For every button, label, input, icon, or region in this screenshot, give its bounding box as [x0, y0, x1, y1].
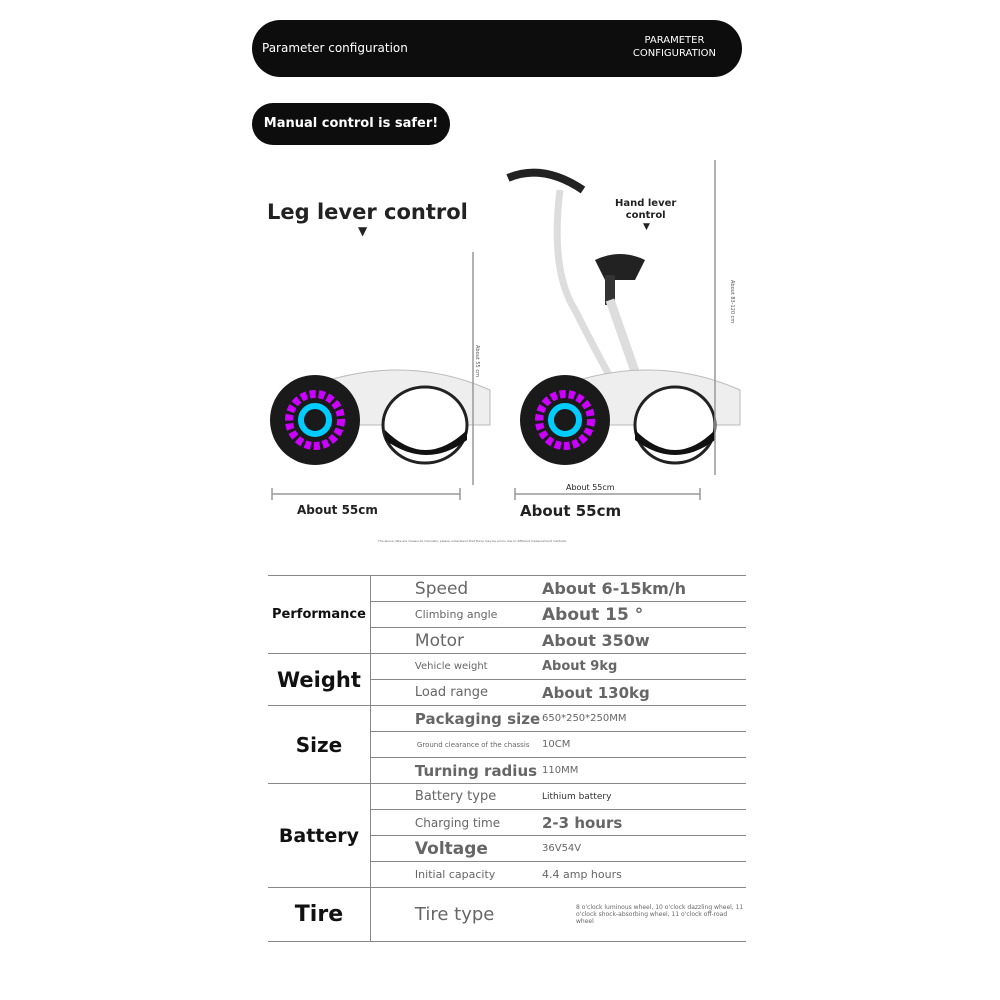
- right-height-label: About 83-120 cm: [729, 280, 735, 324]
- spec-value: 36V54V: [542, 835, 746, 862]
- spec-value: Lithium battery: [542, 783, 746, 810]
- spec-value: 8 o'clock luminous wheel, 10 o'clock daz…: [542, 887, 746, 942]
- spec-label: Voltage: [370, 835, 542, 862]
- hand-lever-scooter: [506, 168, 741, 465]
- spec-value: About 130kg: [542, 679, 746, 706]
- spec-value: 10CM: [542, 731, 746, 758]
- spec-label: Turning radius: [370, 757, 542, 784]
- arrow-down-icon: ▼: [358, 224, 368, 238]
- measurement-caption: The above data are measured manually, pl…: [378, 539, 567, 543]
- category-battery: Battery: [268, 783, 371, 888]
- category-size: Size: [268, 705, 371, 784]
- leg-lever-scooter: [270, 254, 650, 465]
- spec-value: 650*250*250MM: [542, 705, 746, 732]
- right-width-label: About 55cm: [520, 502, 622, 520]
- header-title: Parameter configuration: [262, 41, 408, 55]
- spec-label: Speed: [370, 575, 542, 602]
- right-width-label-small: About 55cm: [566, 483, 615, 492]
- category-tire: Tire: [268, 887, 371, 942]
- spec-value: 4.4 amp hours: [542, 861, 746, 888]
- spec-value: 2-3 hours: [542, 809, 746, 836]
- spec-value: About 9kg: [542, 653, 746, 680]
- spec-value: About 6-15km/h: [542, 575, 746, 602]
- spec-label: Motor: [370, 627, 542, 654]
- spec-value: About 350w: [542, 627, 746, 654]
- spec-label: Ground clearance of the chassis: [370, 731, 542, 758]
- left-width-label: About 55cm: [297, 503, 378, 517]
- product-images: [270, 160, 741, 500]
- spec-label: Vehicle weight: [370, 653, 542, 680]
- spec-label: Initial capacity: [370, 861, 542, 888]
- category-performance: Performance: [268, 575, 371, 654]
- spec-label: Climbing angle: [370, 601, 542, 628]
- spec-label: Packaging size: [370, 705, 542, 732]
- spec-label: Load range: [370, 679, 542, 706]
- leg-lever-title: Leg lever control: [267, 200, 468, 224]
- spec-value: About 15 °: [542, 601, 746, 628]
- arrow-down-icon: ▼: [643, 222, 650, 232]
- spec-value: 110MM: [542, 757, 746, 784]
- spec-label: Charging time: [370, 809, 542, 836]
- category-weight: Weight: [268, 653, 371, 706]
- left-height-label: About 55 cm: [474, 345, 480, 377]
- tagline-badge: Manual control is safer!: [252, 103, 450, 145]
- spec-label: Battery type: [370, 783, 542, 810]
- spec-label: Tire type: [370, 887, 542, 942]
